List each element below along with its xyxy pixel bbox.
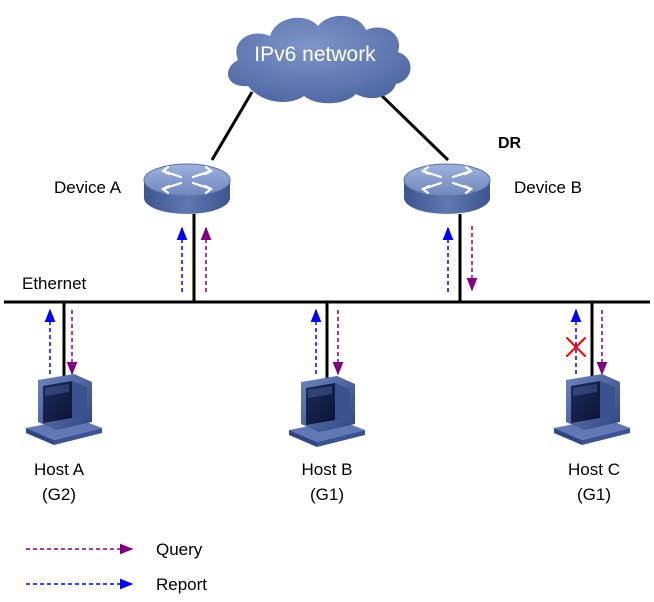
report-suppressed-x-icon bbox=[566, 337, 586, 357]
device-b-router-icon bbox=[403, 163, 491, 214]
device-b-label: Device B bbox=[514, 178, 582, 197]
host-b-group: (G1) bbox=[310, 485, 344, 504]
host-a-group: (G2) bbox=[42, 485, 76, 504]
legend-report-label: Report bbox=[156, 575, 207, 594]
device-a-router-icon bbox=[143, 163, 231, 214]
host-c-label: Host C bbox=[568, 460, 620, 479]
link-cloud-device-a bbox=[210, 91, 254, 161]
dr-tag: DR bbox=[498, 135, 522, 152]
legend-query-label: Query bbox=[156, 540, 203, 559]
host-c-group: (G1) bbox=[577, 485, 611, 504]
ipv6-network-cloud-icon: IPv6 network bbox=[227, 15, 411, 104]
ethernet-label: Ethernet bbox=[22, 274, 87, 293]
legend: Query Report bbox=[26, 540, 207, 594]
host-a-label: Host A bbox=[34, 460, 85, 479]
link-cloud-device-b bbox=[376, 90, 450, 162]
cloud-label: IPv6 network bbox=[254, 43, 376, 66]
host-c-pc-icon bbox=[554, 374, 630, 445]
host-b-pc-icon bbox=[289, 376, 365, 447]
host-a-pc-icon bbox=[26, 374, 102, 445]
host-b-label: Host B bbox=[301, 460, 352, 479]
device-a-label: Device A bbox=[54, 178, 122, 197]
